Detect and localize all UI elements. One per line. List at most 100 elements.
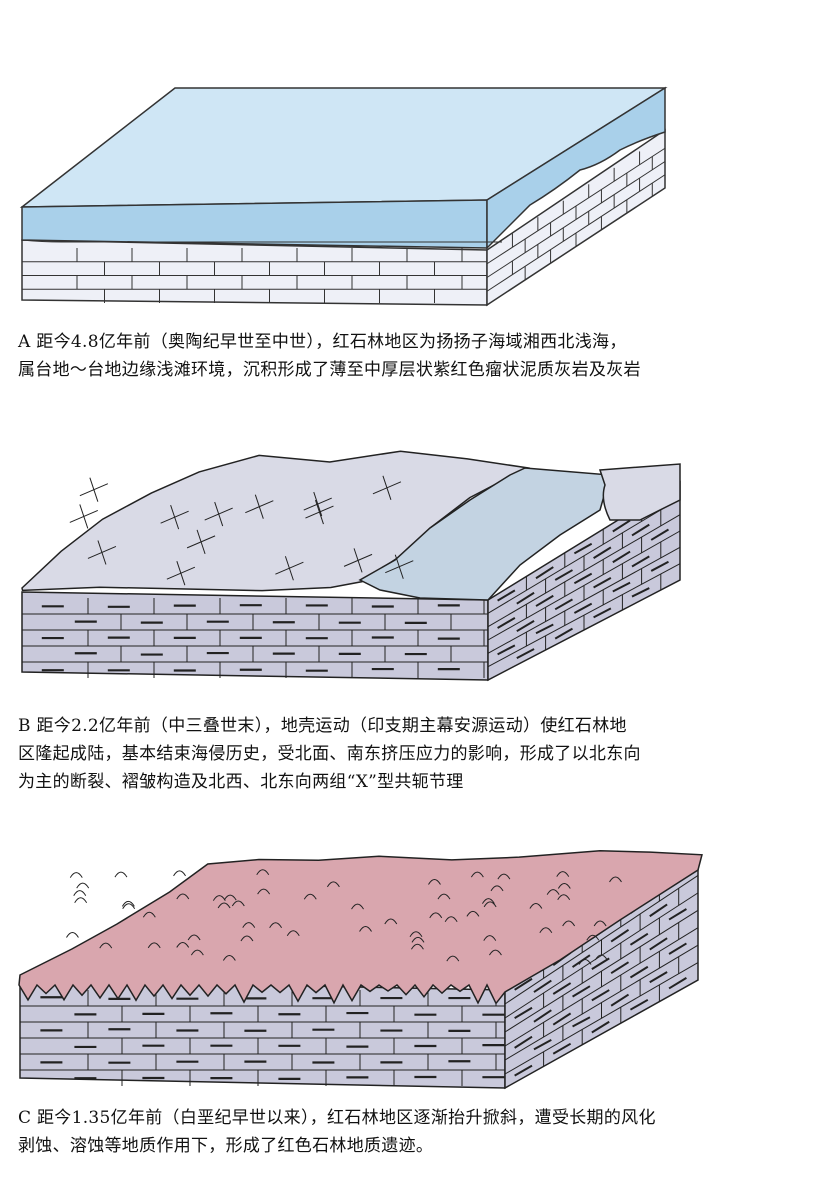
stage-b-block-diagram	[21, 450, 681, 682]
side-nodule-dash	[572, 985, 591, 998]
pinnacle-stroke	[428, 879, 441, 885]
pinnacle-stroke	[73, 890, 87, 896]
side-nodule-dash	[649, 937, 668, 951]
side-nodule-dash	[554, 627, 573, 640]
side-nodule-dash	[591, 1020, 610, 1034]
cliff-edge	[598, 463, 681, 521]
pinnacle-stroke	[303, 893, 317, 900]
pinnacle-stroke	[609, 876, 622, 883]
side-nodule-dash	[610, 993, 630, 1007]
joint-line	[89, 477, 99, 502]
side-nodule-dash	[514, 1035, 533, 1049]
sea-floor-wave	[21, 239, 502, 243]
pinnacle-stroke	[147, 942, 161, 949]
side-nodule-dash	[554, 598, 573, 611]
side-nodule-dash	[535, 566, 554, 580]
side-nodule-dash	[629, 932, 649, 946]
joint-line	[79, 504, 89, 529]
pinnacle-stroke	[466, 910, 480, 917]
stage-a-caption-line-1: A 距今4.8亿年前（奥陶纪早世至中世），红石林地区为扬扬子海域湘西北浅海，	[18, 332, 627, 352]
pinnacle-stroke	[242, 922, 256, 928]
side-nodule-dash	[497, 644, 516, 656]
pinnacle-stroke	[483, 935, 497, 941]
pinnacle-stroke	[481, 898, 495, 904]
pinnacle-stroke	[359, 925, 372, 932]
pinnacle-stroke	[212, 895, 226, 901]
front-rock-face	[19, 979, 506, 1089]
stage-b: B 距今2.2亿年前（中三叠世末），地壳运动（印支期主幕安源运动）使红石林地 区…	[0, 440, 820, 810]
side-nodule-dash	[535, 594, 554, 607]
pinnacle-stroke	[409, 931, 423, 938]
pinnacle-stroke	[99, 942, 113, 949]
stage-a-caption-line-2: 属台地～台地边缘浅滩环境，沉积形成了薄至中厚层状紫红色瘤状泥质灰岩及灰岩	[18, 360, 641, 380]
pinnacle-stroke	[594, 954, 608, 961]
side-nodule-dash	[573, 542, 593, 555]
pinnacle-stroke	[121, 900, 135, 907]
pinnacle-stroke	[411, 943, 424, 950]
stage-c-caption-line-2: 剥蚀、溶蚀等地质作用下，形成了红色石林地质遗迹。	[18, 1136, 434, 1156]
side-nodule-dash	[591, 989, 610, 1002]
side-nodule-dash	[572, 1016, 591, 1028]
side-nodule-dash	[573, 602, 593, 614]
pinnacle-stroke	[142, 911, 156, 918]
side-nodule-dash	[516, 648, 535, 660]
pinnacle-stroke	[66, 932, 79, 938]
side-nodule-dash	[612, 550, 631, 564]
side-nodule-dash	[514, 1006, 533, 1019]
side-nodule-dash	[631, 587, 650, 598]
side-nodule-dash	[612, 519, 631, 533]
side-nodule-dash	[552, 1042, 572, 1055]
karst-surface	[18, 849, 703, 1005]
pinnacle-stroke	[437, 893, 451, 900]
joint-line	[97, 540, 107, 565]
joint-line	[394, 554, 404, 579]
pinnacle-stroke	[326, 881, 340, 888]
pinnacle-stroke	[269, 922, 283, 928]
pinnacle-stroke	[578, 958, 592, 965]
pinnacle-stroke	[562, 920, 576, 927]
joint-line	[382, 475, 392, 500]
side-nodule-dash	[552, 982, 572, 995]
pinnacle-stroke	[593, 920, 607, 927]
stage-a: A 距今4.8亿年前（奥陶纪早世至中世），红石林地区为扬扬子海域湘西北浅海， 属…	[0, 0, 820, 410]
side-nodule-dash	[649, 903, 668, 918]
joint-line	[170, 504, 180, 530]
joint-line	[214, 501, 224, 527]
stage-c-block-diagram	[18, 849, 703, 1090]
side-nodule-dash	[593, 607, 612, 619]
side-nodule-dash	[497, 589, 516, 602]
side-nodule-dash	[629, 998, 649, 1011]
stage-c-caption-line-1: C 距今1.35亿年前（白垩纪早世以来），红石林地区逐渐抬升掀斜，遭受长期的风化	[18, 1108, 656, 1128]
side-nodule-dash	[650, 560, 669, 572]
side-nodule-dash	[497, 617, 516, 629]
side-nodule-dash	[593, 546, 612, 559]
side-nodule-dash	[650, 528, 669, 541]
side-nodule-dash	[533, 979, 552, 993]
pinnacle-stroke	[483, 901, 497, 908]
pinnacle-stroke	[351, 903, 364, 910]
pinnacle-stroke	[529, 902, 543, 909]
side-nodule-dash	[610, 928, 630, 943]
stage-c-caption: C 距今1.35亿年前（白垩纪早世以来），红石林地区逐渐抬升掀斜，遭受长期的风化…	[18, 1104, 808, 1160]
side-nodule-dash	[514, 1064, 533, 1077]
pinnacle-stroke	[257, 888, 271, 895]
stage-b-caption-line-3: 为主的断裂、褶皱构造及北西、北东向两组“X”型共轭节理	[18, 772, 464, 792]
pinnacle-stroke	[74, 897, 88, 904]
pinnacle-stroke	[444, 916, 458, 922]
side-bedding-line	[487, 514, 681, 628]
joint-line	[254, 494, 264, 519]
side-nodule-dash	[533, 1038, 552, 1051]
pinnacle-stroke	[176, 941, 190, 948]
sea-front-face	[21, 199, 488, 249]
side-nodule-dash	[552, 1012, 572, 1026]
stage-b-caption-line-2: 区隆起成陆，基本结束海侵历史，受北面、南东挤压应力的影响，形成了以北东向	[18, 744, 641, 764]
pinnacle-stroke	[470, 871, 484, 878]
side-nodule-dash	[668, 942, 687, 955]
pinnacle-stroke	[231, 900, 245, 907]
pinnacle-stroke	[256, 869, 270, 876]
side-nodule-dash	[516, 591, 535, 605]
pinnacle-stroke	[122, 903, 136, 910]
pinnacle-stroke	[286, 930, 300, 937]
side-nodule-dash	[631, 523, 650, 537]
pinnacle-stroke	[429, 912, 443, 919]
